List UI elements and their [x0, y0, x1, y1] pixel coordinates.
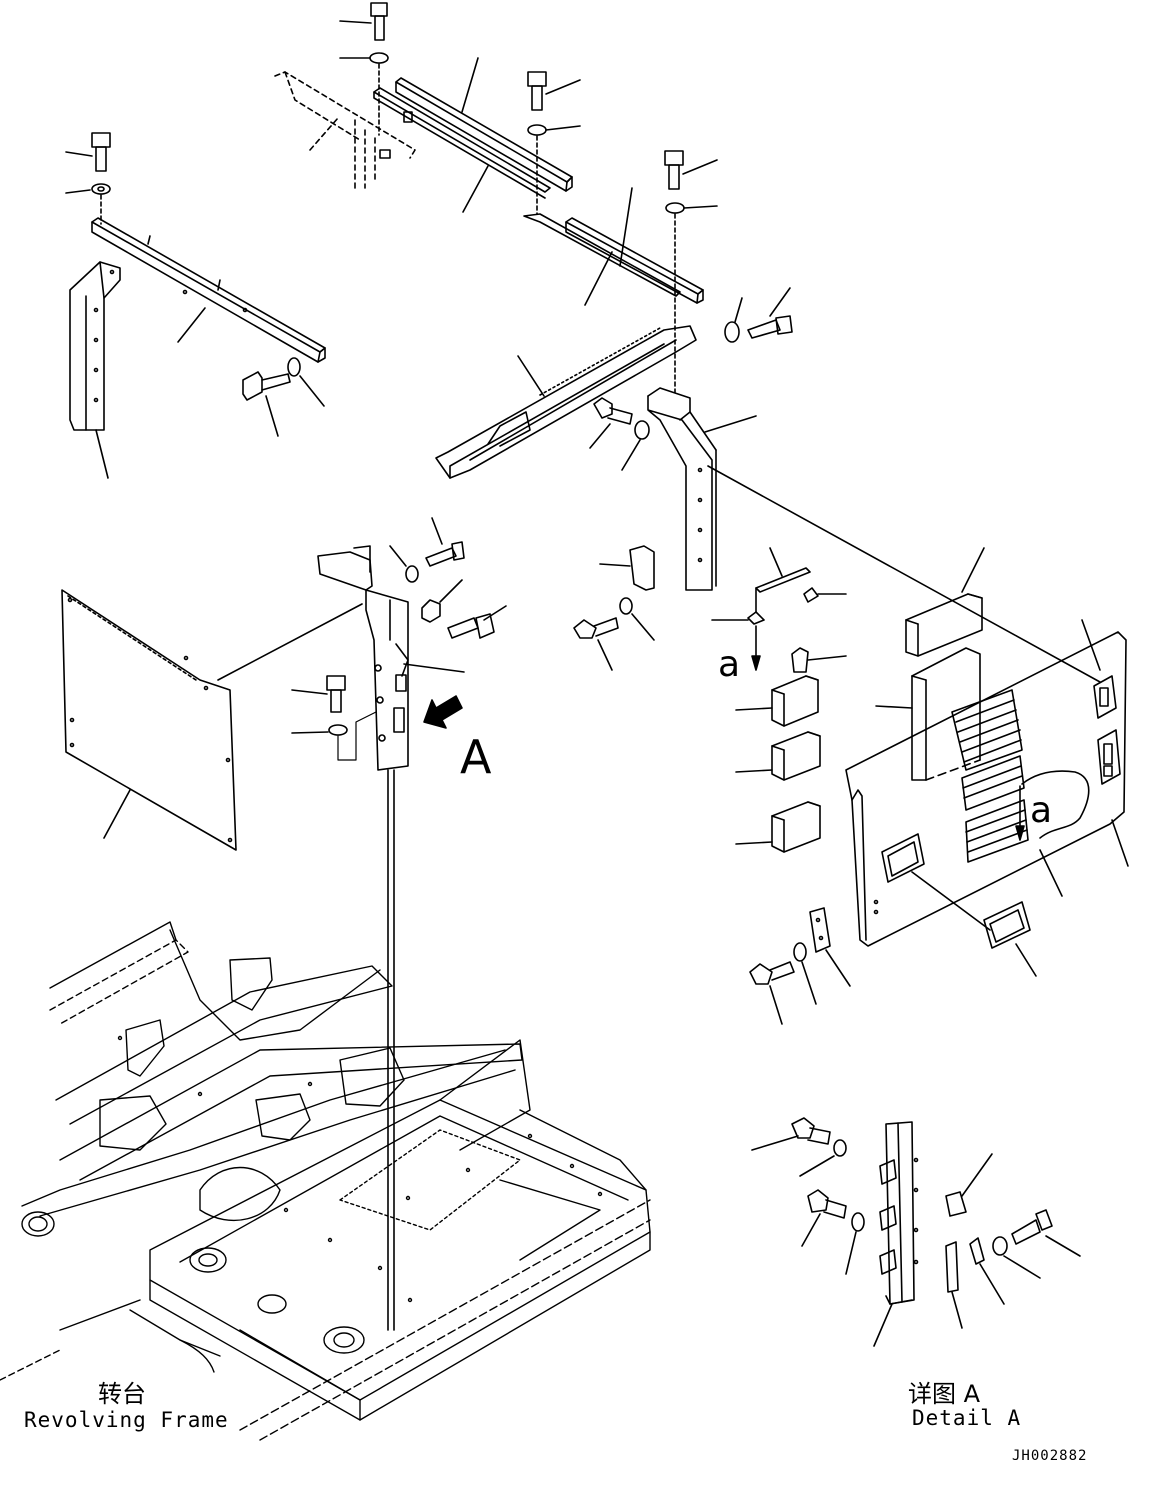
detail-a-drawing: [751, 1117, 1081, 1347]
side-door-panel-right: [845, 619, 1129, 947]
bolt-center-right: [747, 287, 793, 339]
washer-center-a-left: [291, 724, 348, 736]
washer-hinge: [793, 942, 817, 1005]
bolt-left-lower: [242, 371, 291, 437]
pad-2: [735, 731, 821, 781]
washer-left-lower: [287, 357, 325, 407]
bolt-top-right: [664, 150, 718, 190]
handle-bezel: [983, 901, 1037, 977]
clip-bracket: [599, 545, 655, 591]
panel-handle-recess: [881, 833, 925, 883]
mount-bracket-dashed: [274, 71, 416, 189]
ref-a-label-right: a: [1030, 790, 1053, 831]
side-panel-left: [61, 589, 237, 851]
crossbar-left: [91, 217, 326, 363]
panel-latch-lower: [1097, 729, 1121, 785]
bolt-center-a-side: [447, 605, 507, 639]
column-center-a: [317, 545, 465, 771]
revolving-frame-en-label: Revolving Frame: [24, 1408, 229, 1432]
washer-top-right: [665, 202, 718, 214]
arrow-a-left: [751, 625, 761, 671]
seal-top: [905, 547, 985, 657]
panel-latch-upper: [1093, 675, 1117, 719]
washer-center-a: [389, 545, 419, 583]
vertical-bracket-left: [69, 261, 121, 479]
pin-clip: [711, 611, 765, 625]
louver-grille: [951, 689, 1029, 863]
nut-center-a: [421, 579, 463, 623]
washer-top-left: [65, 183, 111, 195]
rubber-stopper: [791, 647, 847, 673]
washer-center-right: [724, 297, 743, 343]
beam-top-long: [373, 57, 573, 213]
washer-right-col: [621, 420, 650, 471]
view-arrow-a: [423, 695, 463, 729]
ref-a-label-left: a: [718, 644, 741, 685]
washer-top-center-right: [527, 124, 581, 136]
bolt-hinge: [749, 961, 795, 1025]
detail-a-cn-label: 详图 A: [908, 1380, 981, 1408]
drawing-code: JH002882: [1012, 1448, 1088, 1464]
arrow-a-right: [1015, 785, 1025, 841]
revolving-frame: [0, 921, 651, 1441]
washer-top-center: [339, 52, 389, 64]
column-right: [647, 387, 757, 591]
pad-3: [735, 801, 821, 853]
bolt-center-a-top: [425, 517, 465, 567]
bolt-top-center-right: [527, 71, 581, 111]
detail-a-en-label: Detail A: [912, 1406, 1022, 1430]
bolt-top-center: [339, 2, 388, 41]
bolt-clip: [573, 617, 619, 671]
washer-clip: [619, 597, 655, 641]
beam-middle: [523, 187, 704, 306]
angled-support-bar: [435, 325, 697, 479]
pad-1: [735, 675, 819, 727]
bolt-right-col: [589, 397, 633, 449]
seal-tall: [875, 647, 981, 781]
revolving-frame-cn-label: 转台: [98, 1380, 146, 1408]
rod-lock: [755, 547, 811, 613]
hinge-plate: [809, 907, 851, 987]
rod-clip: [803, 587, 847, 603]
bolt-center-a-left: [291, 675, 346, 713]
bolt-top-left: [65, 132, 111, 172]
view-a-label: A: [460, 730, 492, 784]
